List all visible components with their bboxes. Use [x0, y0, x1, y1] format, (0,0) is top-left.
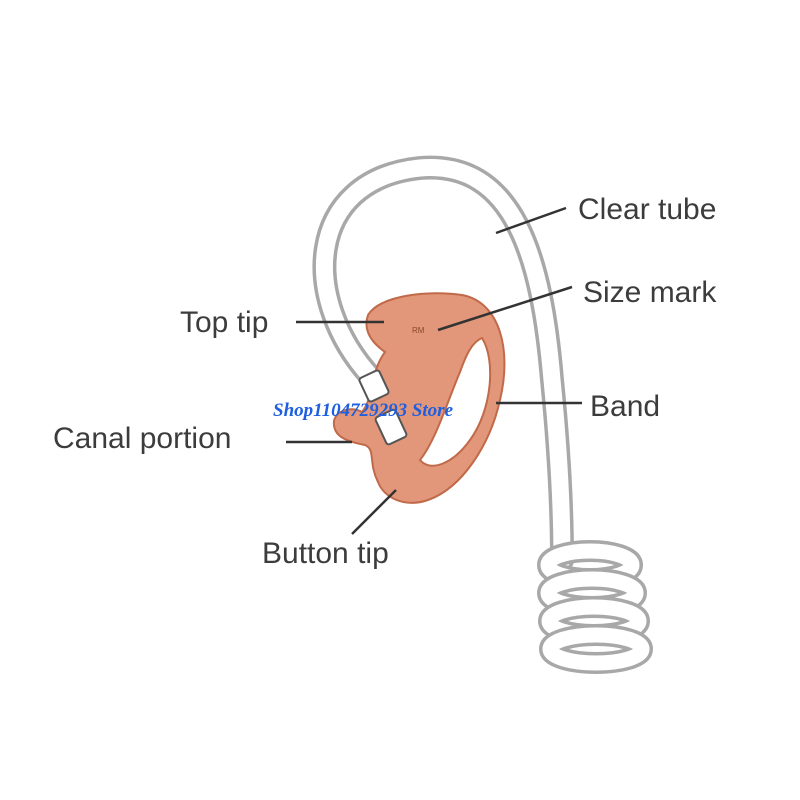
tube-inner	[315, 159, 571, 569]
label-button-tip: Button tip	[262, 537, 389, 570]
labels: Clear tube Size mark Top tip Band Canal …	[53, 193, 717, 570]
leader-button-tip	[351, 489, 397, 535]
leader-clear-tube	[495, 206, 567, 235]
label-canal-portion: Canal portion	[53, 422, 231, 455]
nozzle-segment-upper	[358, 369, 390, 403]
label-clear-tube: Clear tube	[578, 193, 716, 226]
clear-tube	[312, 155, 574, 572]
label-size-mark: Size mark	[583, 276, 717, 309]
nozzle-segment-lower	[374, 408, 408, 446]
leader-lines	[286, 206, 582, 535]
nozzle	[358, 369, 408, 446]
label-band: Band	[590, 390, 660, 423]
coiled-tube	[537, 540, 653, 674]
label-top-tip: Top tip	[180, 306, 268, 339]
leader-size-mark	[437, 285, 573, 332]
store-watermark: Shop1104729293 Store	[273, 400, 454, 421]
band-opening	[418, 336, 492, 467]
size-code-text: RM	[412, 326, 425, 335]
earmold: RM	[332, 292, 506, 504]
